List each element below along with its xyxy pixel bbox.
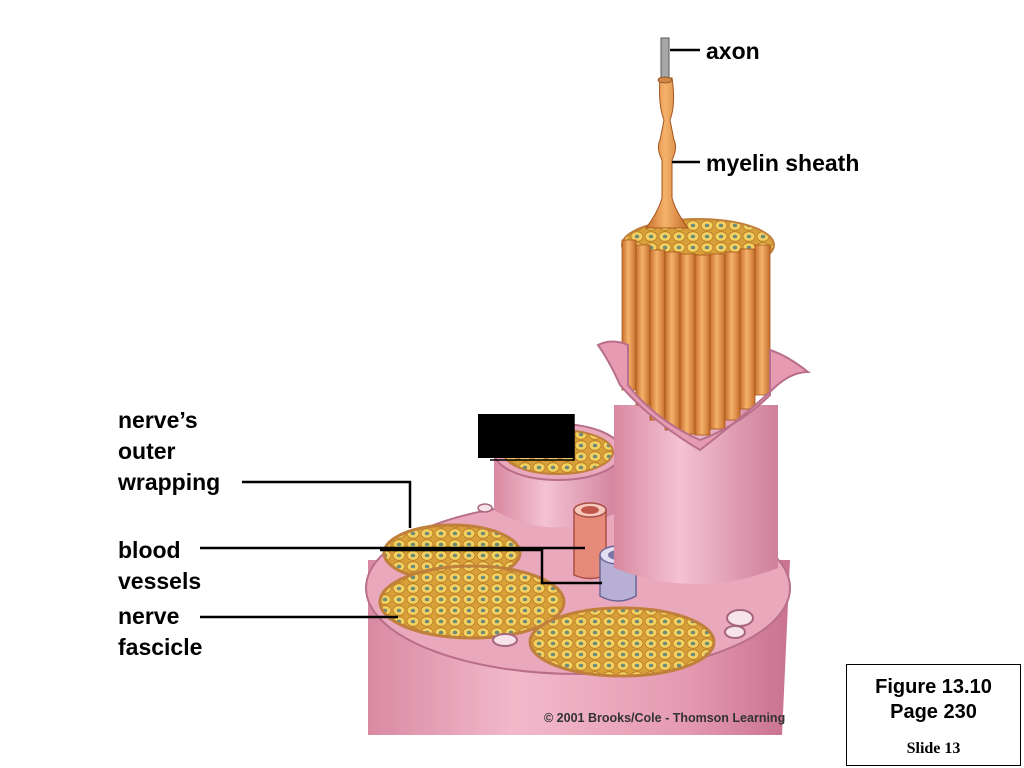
leader-blood-vessel-2 (380, 548, 602, 585)
slide-number: Slide 13 (906, 740, 961, 757)
figure-number: Figure 13.10 (875, 676, 992, 698)
label-axon: axon (706, 38, 760, 64)
vessel-opening-right (726, 609, 754, 627)
leader-outer-wrapping (242, 480, 412, 528)
label-outer-wrapping: nerve’s outer wrapping (118, 407, 221, 495)
figure-page: Page 230 (890, 701, 977, 723)
vessel-opening-right-2 (724, 625, 746, 639)
fascicle-sleeve-body (614, 405, 778, 584)
black-rectangle (478, 414, 574, 458)
label-nerve-fascicle: nerve fascicle (118, 603, 203, 660)
fascicle-left-bottom (378, 564, 566, 640)
figure-reference-box: Figure 13.10 Page 230 Slide 13 (846, 664, 1021, 766)
fascicle-sleeve-lip (596, 340, 811, 452)
axon-core (660, 37, 670, 81)
label-myelin-sheath: myelin sheath (706, 150, 860, 176)
leader-lines (200, 48, 700, 619)
fiber-bundle (621, 218, 775, 436)
vessel-opening-top (477, 503, 493, 513)
copyright-notice: © 2001 Brooks/Cole - Thomson Learning (544, 711, 786, 725)
label-blood-vessels: blood vessels (118, 537, 202, 594)
fascicle-front (528, 606, 716, 678)
myelinated-fiber (645, 77, 689, 229)
vessel-opening-left (492, 633, 518, 647)
black-rectangle-outline (490, 414, 575, 461)
